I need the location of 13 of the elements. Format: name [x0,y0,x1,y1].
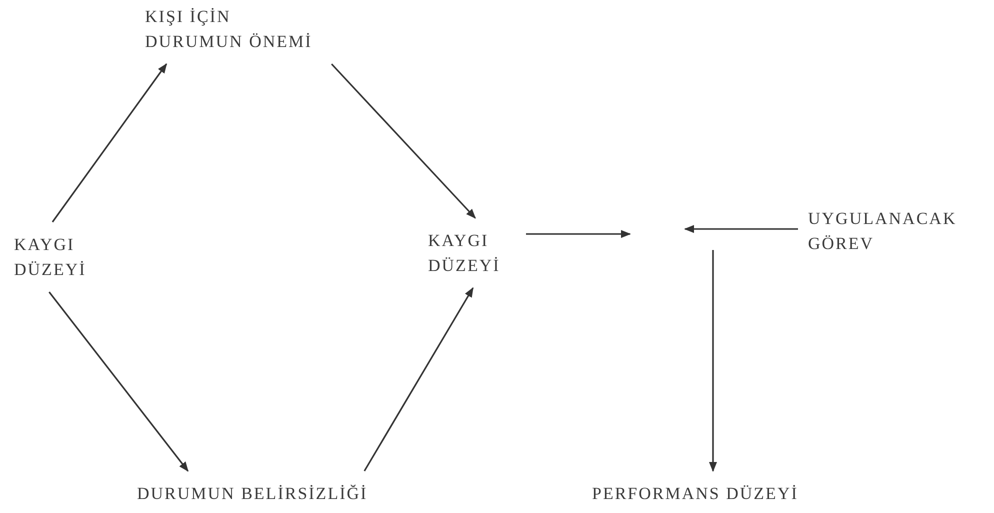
node-label: KIŞI İÇİN DURUMUN ÖNEMİ [145,6,314,53]
node-label: PERFORMANS DÜZEYİ [592,483,800,505]
arrow [52,63,168,222]
node-label: KAYGI DÜZEYİ [14,234,88,281]
node-label: DURUMUN BELİRSİZLİĞİ [137,483,369,505]
arrow [331,63,476,219]
arrow [526,230,631,238]
node-label: UYGULANACAK GÖREV [808,208,958,255]
arrow [684,225,798,233]
node-label: KAYGI DÜZEYİ [428,230,502,277]
arrow [48,292,189,472]
arrow [709,250,717,472]
arrow [364,287,474,472]
